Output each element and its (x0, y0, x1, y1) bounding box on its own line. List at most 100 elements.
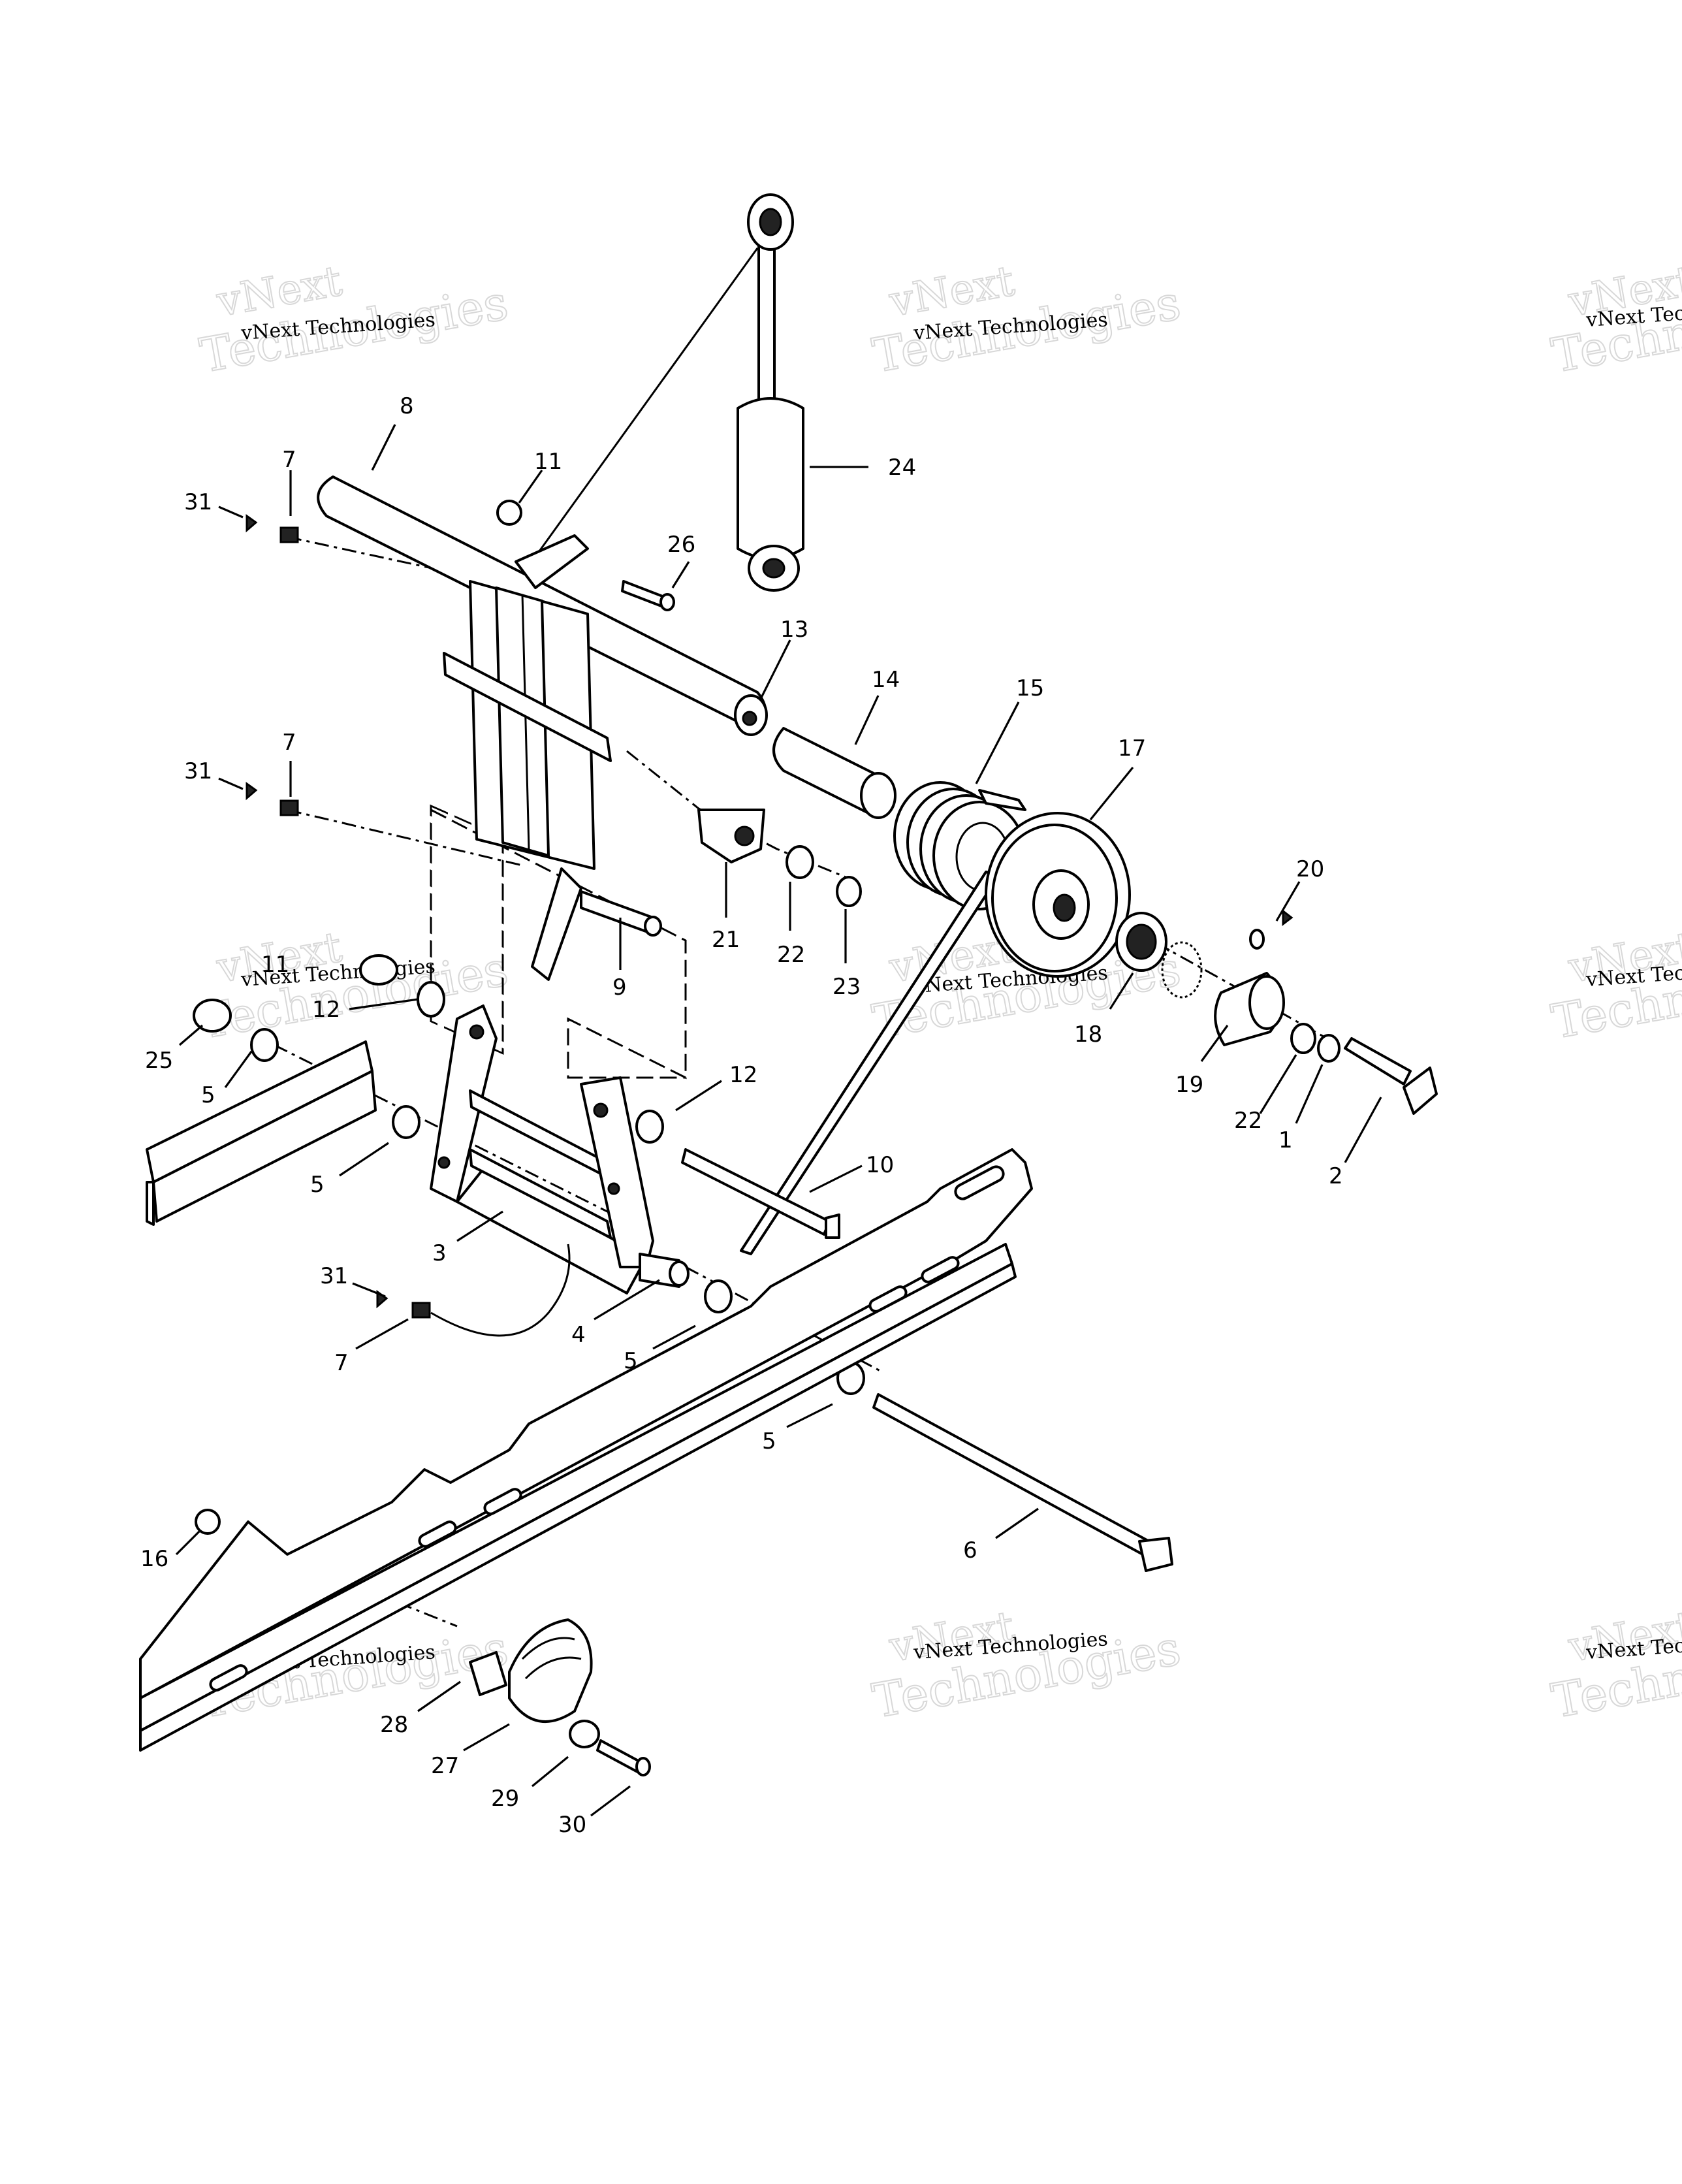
shock-rod (757, 240, 776, 406)
idler-wheel-bore (1053, 893, 1076, 922)
bolt-26-head (659, 593, 675, 611)
leader-16 (175, 1530, 200, 1556)
callout-31c: 31 (320, 1263, 348, 1289)
callout-7c: 7 (334, 1350, 349, 1376)
leader-8 (371, 424, 396, 471)
rail-slot-end (954, 1165, 1005, 1200)
leader-31c (352, 1282, 386, 1298)
bearing-race (1126, 923, 1157, 960)
leader-lines (175, 424, 1382, 1817)
flat-washer-right (1290, 1023, 1316, 1054)
assembly-line-lower-fitting (287, 809, 523, 867)
stopper-block (697, 809, 765, 863)
spring-top-arm (978, 789, 1026, 811)
washer-5-mid (392, 1105, 420, 1139)
shock-link-line (521, 248, 759, 575)
callout-22a: 22 (777, 942, 805, 968)
shock-bottom-bushing (762, 558, 785, 579)
leader-10 (809, 1164, 863, 1193)
callout-22b: 22 (1234, 1108, 1262, 1134)
axle-bolt-shank (1344, 1037, 1412, 1085)
callout-14: 14 (872, 667, 900, 693)
callout-8: 8 (400, 393, 414, 419)
rail-slot-3 (868, 1285, 908, 1313)
leader-14 (854, 695, 880, 745)
stopper-hole (734, 826, 755, 846)
callout-5d: 5 (762, 1428, 776, 1454)
bolt-30-head (635, 1757, 651, 1776)
washer-29 (569, 1720, 600, 1748)
callout-15: 15 (1016, 675, 1044, 701)
leader-2 (1344, 1097, 1382, 1163)
bolt-26-shank (621, 580, 667, 609)
lower-frame-tube-lower (469, 1148, 612, 1239)
washer-5-left (250, 1028, 279, 1062)
bolt-6-shank (872, 1393, 1150, 1556)
frame-hole-4 (437, 1156, 451, 1169)
frame-hole-2 (593, 1102, 609, 1118)
bolt-10-head (825, 1213, 840, 1239)
pivot-pin-end (644, 916, 662, 937)
washer-5-lower (704, 1279, 733, 1313)
leader-26 (671, 561, 690, 588)
callouts: 8 7 31 11 26 24 13 14 15 17 7 31 21 22 2… (140, 393, 1343, 1838)
pivot-pin (580, 890, 654, 935)
rail-bottom-edge (139, 1262, 1017, 1752)
lower-arm-lever (531, 867, 582, 981)
spacer-end (1248, 975, 1285, 1030)
left-rail-side (152, 1070, 377, 1223)
callout-19: 19 (1175, 1072, 1203, 1098)
shock-top-bushing (759, 208, 782, 236)
pivot-arm-plates (443, 534, 662, 981)
bolt-10-shank (681, 1148, 831, 1236)
nut-11-upper (496, 500, 522, 526)
callout-24: 24 (888, 455, 916, 481)
callout-5b: 5 (310, 1172, 325, 1198)
callout-18: 18 (1074, 1021, 1102, 1048)
callout-11a: 11 (534, 449, 562, 475)
callout-9: 9 (612, 974, 627, 1001)
nut-11-lower (359, 954, 398, 986)
callout-7a: 7 (282, 447, 296, 473)
oil-drop-1 (246, 514, 258, 533)
bolts (621, 580, 1173, 1572)
washer-12-right (635, 1110, 664, 1144)
assembly-line-cross-bolt (274, 1044, 641, 1229)
rail-slot-1 (418, 1520, 457, 1548)
leader-5c (652, 1325, 696, 1350)
leader-4 (594, 1279, 660, 1321)
upper-shaft-assembly (317, 475, 897, 819)
callout-28: 28 (380, 1712, 408, 1738)
rail-slot-2 (483, 1488, 522, 1515)
leader-28 (417, 1680, 461, 1712)
callout-23: 23 (833, 974, 861, 1000)
callout-13: 13 (780, 617, 808, 643)
callout-30: 30 (558, 1812, 586, 1838)
stopper-rib-1 (521, 1637, 575, 1660)
callout-21: 21 (712, 927, 740, 953)
leader-12a (349, 998, 419, 1010)
callout-27: 27 (431, 1753, 459, 1779)
lower-frame (430, 1004, 690, 1294)
watermark-top-left: vNext Technologies (195, 257, 513, 384)
left-rail-end (146, 1181, 155, 1226)
grease-fitting-2 (279, 799, 299, 816)
nut-25 (193, 999, 232, 1033)
rail-slot-5 (209, 1664, 248, 1692)
idler-wheel-assembly (985, 812, 1438, 1115)
watermark-top-center: vNext Technologies (868, 257, 1185, 384)
callout-17: 17 (1118, 735, 1146, 762)
washer-12-left (417, 981, 445, 1018)
callout-5a: 5 (201, 1082, 215, 1108)
leader-15 (975, 701, 1020, 784)
cross-rod (443, 652, 612, 762)
lower-frame-left-plate (430, 1004, 498, 1203)
callout-12a: 12 (312, 997, 340, 1023)
callout-25: 25 (145, 1048, 173, 1074)
leader-5d (786, 1403, 833, 1428)
callout-29: 29 (491, 1786, 519, 1812)
leader-29 (531, 1756, 569, 1788)
leader-27 (463, 1723, 510, 1752)
leader-13 (759, 639, 791, 699)
